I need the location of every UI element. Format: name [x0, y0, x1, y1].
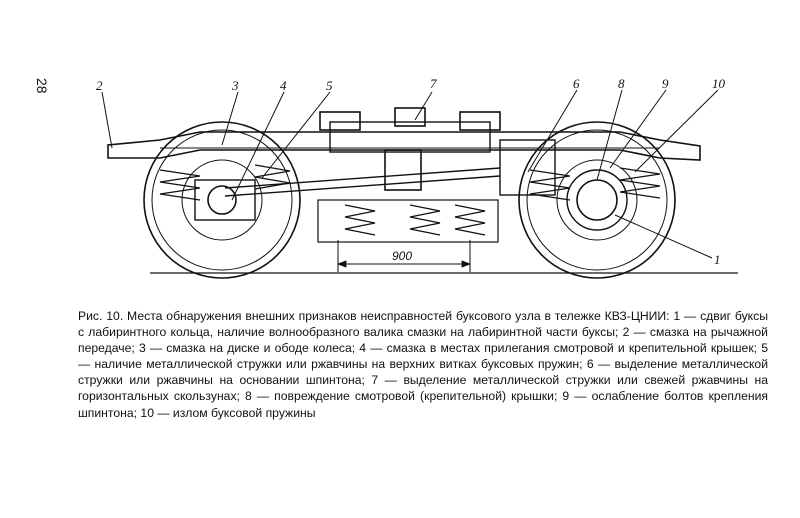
callout-6: 6: [573, 76, 580, 91]
callout-5: 5: [326, 78, 333, 93]
bogie-drawing: 2 3 4 5 7 6 8 9 10 1 900: [96, 76, 738, 279]
callout-4: 4: [280, 78, 287, 93]
caption-text: Рис. 10. Места обнаружения внешних призн…: [78, 309, 768, 420]
callout-2: 2: [96, 78, 103, 93]
callout-10: 10: [712, 76, 726, 91]
bogie-linework: [101, 89, 738, 279]
callout-1: 1: [714, 252, 721, 267]
figure-caption: Рис. 10. Места обнаружения внешних призн…: [78, 308, 768, 421]
callout-8: 8: [618, 76, 625, 91]
bogie-figure: 2 3 4 5 7 6 8 9 10 1 900: [96, 76, 738, 279]
callout-7: 7: [430, 76, 437, 91]
callout-3: 3: [231, 78, 239, 93]
callout-9: 9: [662, 76, 669, 91]
dimension-label: 900: [392, 249, 412, 263]
